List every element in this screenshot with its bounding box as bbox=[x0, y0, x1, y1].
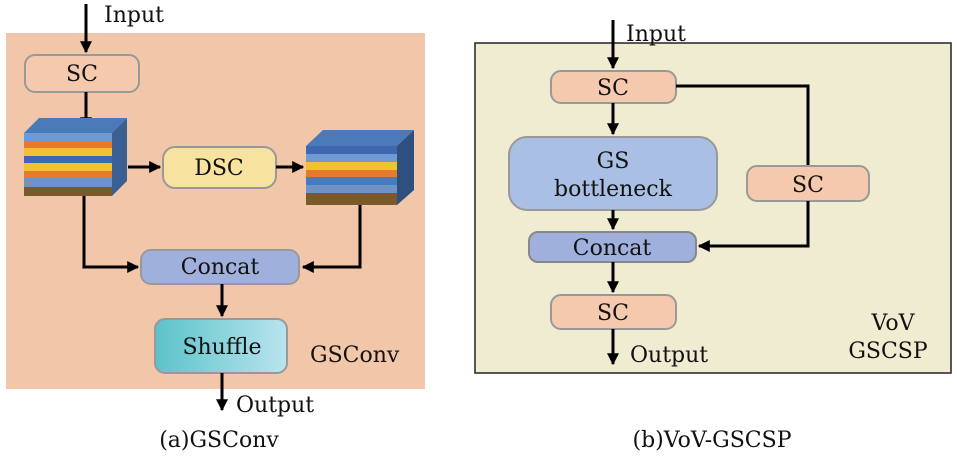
panel-a-caption: (a)GSConv bbox=[159, 428, 279, 453]
panel-a-shuffle-label: Shuffle bbox=[182, 335, 261, 360]
panel-a-output-label: Output bbox=[236, 393, 314, 418]
panel-b-module-line2: GSCSP bbox=[848, 339, 928, 364]
panel-b-sc-bottom-label: SC bbox=[597, 301, 629, 326]
arrow-right-featuremap-to-concat bbox=[301, 205, 362, 273]
arrow-sc-top-to-sc-side bbox=[676, 84, 810, 166]
panel-a-dsc-label: DSC bbox=[194, 156, 244, 181]
panel-a-concat-node bbox=[140, 249, 300, 285]
panel-b-caption: (b)VoV-GSCSP bbox=[632, 428, 791, 453]
panel-b-concat-label: Concat bbox=[573, 236, 652, 261]
panel-vov-gscsp: Input SC GS bottleneck SC Concat SC Outp… bbox=[474, 20, 952, 453]
panel-b-bottleneck-line2: bottleneck bbox=[554, 177, 673, 202]
panel-gsconv: Input SC DSC bbox=[6, 3, 425, 453]
feature-map-left-icon bbox=[24, 118, 127, 196]
panel-b-output-label: Output bbox=[630, 343, 708, 368]
panel-a-sc-label: SC bbox=[66, 62, 98, 87]
panel-b-input-label: Input bbox=[626, 22, 686, 47]
arrow-sc-side-to-concat bbox=[697, 201, 810, 252]
panel-a-sc-node bbox=[24, 54, 140, 93]
panel-b-module-line1: VoV bbox=[870, 311, 915, 336]
panel-b-sc-side-label: SC bbox=[792, 173, 824, 198]
feature-map-right-icon bbox=[306, 130, 414, 205]
panel-b-bottleneck-line1: GS bbox=[597, 149, 630, 174]
panel-a-module-name: GSConv bbox=[310, 343, 400, 368]
panel-a-input-label: Input bbox=[104, 3, 164, 28]
panel-b-sc-top-label: SC bbox=[597, 76, 629, 101]
panel-a-concat-label: Concat bbox=[181, 255, 260, 280]
arrow-left-featuremap-to-concat bbox=[82, 196, 140, 273]
